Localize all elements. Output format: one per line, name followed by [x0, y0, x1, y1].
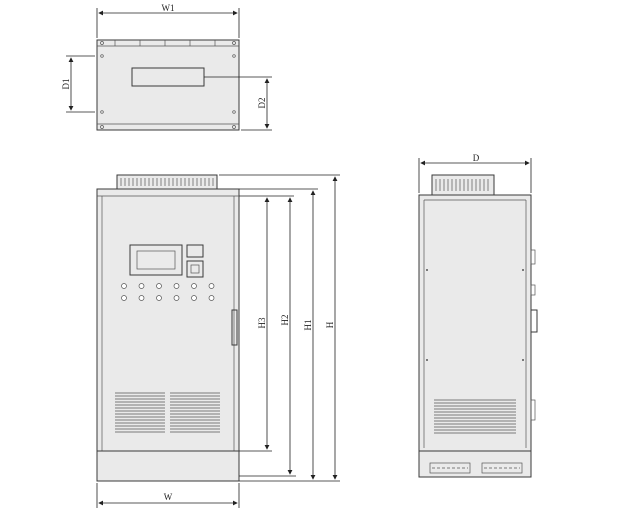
label-h3: H3	[257, 317, 267, 328]
dimension-d2: D2	[204, 76, 272, 131]
dimension-d: D	[418, 153, 532, 193]
front-door-handle	[231, 309, 238, 346]
front-top-vent	[116, 174, 218, 190]
front-view	[96, 174, 240, 482]
side-view	[418, 174, 538, 478]
front-display-screen	[136, 250, 176, 270]
dimension-d1: D1	[61, 55, 95, 113]
front-meter	[186, 244, 204, 258]
front-base	[96, 450, 240, 482]
dimension-w1: W1	[96, 3, 240, 38]
side-top-vent	[431, 174, 495, 196]
top-view	[96, 39, 240, 131]
side-body	[418, 194, 532, 452]
side-bottom-vents	[434, 399, 516, 434]
front-keypad	[186, 260, 204, 278]
label-h2: H2	[280, 315, 290, 326]
label-d: D	[473, 153, 480, 163]
dimension-w: W	[96, 483, 240, 508]
front-indicator-lights	[121, 283, 215, 301]
label-d2: D2	[257, 98, 267, 109]
top-view-body	[96, 39, 240, 131]
label-w: W	[164, 492, 173, 502]
label-h: H	[325, 321, 335, 328]
label-h1: H1	[303, 320, 313, 331]
front-body	[96, 188, 240, 452]
label-w1: W1	[162, 3, 175, 13]
front-display-frame	[129, 244, 183, 276]
front-bottom-vents	[115, 392, 220, 433]
label-d1: D1	[61, 79, 71, 90]
height-dimensions: H3 H2 H1 H	[219, 174, 340, 482]
